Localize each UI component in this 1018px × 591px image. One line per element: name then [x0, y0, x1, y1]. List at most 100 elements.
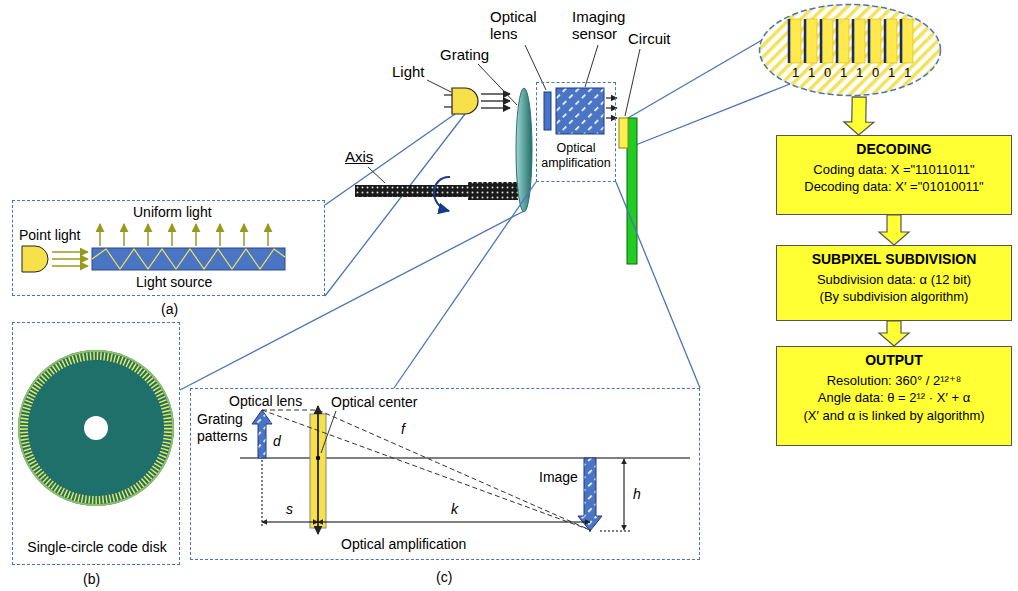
- leader-line: [585, 45, 598, 87]
- box-title: DECODING: [783, 141, 1005, 158]
- code-digit: 1: [838, 65, 849, 81]
- uniform-ray: [219, 224, 221, 246]
- process-box: SUBPIXEL SUBDIVISIONSubdivision data: α …: [776, 245, 1012, 321]
- dimension-line: [590, 528, 591, 532]
- panel-text: Point light: [19, 227, 80, 244]
- zoom-ellipse-outline: [758, 3, 942, 97]
- code-disk: [19, 351, 173, 505]
- leader-line: [321, 411, 336, 453]
- dimension-line: [262, 522, 318, 523]
- code-digit: 0: [870, 65, 881, 81]
- box-text: Decoding data: X′ ="01010011": [783, 179, 1005, 195]
- panel-text: (a): [161, 301, 178, 318]
- leader-line: [427, 80, 451, 92]
- axis-shaft: [355, 185, 470, 197]
- flow-arrow: [879, 321, 909, 346]
- inset-panel: Single-circle code disk(b): [12, 322, 180, 565]
- code-digit: 1: [902, 65, 913, 81]
- point-light: [22, 246, 48, 272]
- circuit-board: [619, 118, 628, 148]
- code-bar-edge: [836, 19, 839, 63]
- rotation-arrow: [434, 177, 450, 211]
- inset-panel: Uniform lightPoint lightLight source(a): [12, 200, 325, 296]
- panel-text: Light source: [136, 274, 212, 291]
- process-box: OUTPUTResolution: 360° / 2¹²⁺⁸Angle data…: [776, 346, 1012, 446]
- process-box: DECODING Coding data: X ="11011011"Decodi…: [776, 135, 1012, 215]
- light-ray: [262, 410, 590, 530]
- code-bar: [854, 19, 865, 63]
- optical-center: [316, 456, 320, 460]
- light-ray: [52, 252, 88, 266]
- box-text: (By subdivision algorithm): [783, 289, 1005, 305]
- part-label: Light: [392, 63, 425, 80]
- code-bar-edge: [868, 19, 871, 63]
- uniform-ray: [100, 224, 268, 246]
- leader-line: [368, 167, 385, 183]
- code-bar-edge: [852, 19, 855, 63]
- light-ray: [262, 410, 590, 530]
- light-ray: [481, 107, 510, 108]
- image-arrow: [578, 458, 602, 531]
- circuit-board: [619, 118, 637, 264]
- code-disk: [84, 416, 108, 440]
- box-text: Coding data: X ="11011011": [783, 162, 1005, 178]
- panel-text: h: [633, 486, 641, 503]
- uniform-ray: [267, 224, 269, 246]
- part-label: Optical lens: [490, 8, 550, 43]
- dimension-line: [624, 459, 625, 530]
- optical-amplification-box: Optical amplification: [536, 82, 616, 182]
- zoom-ellipse-outline: [760, 5, 941, 96]
- leader-line: [478, 64, 517, 105]
- code-digit: 0: [822, 65, 833, 81]
- light-guide: [92, 248, 285, 270]
- leader-line: [368, 45, 640, 183]
- light-ray: [481, 94, 510, 108]
- magnify-line: [180, 211, 524, 390]
- code-disk: [24, 356, 168, 500]
- uniform-ray: [195, 224, 197, 246]
- lens-arrow: [317, 406, 319, 534]
- code-disk: [18, 350, 174, 506]
- light-emitter: [444, 94, 452, 95]
- panel-text: (b): [83, 571, 100, 588]
- code-bar-edge: [820, 19, 823, 63]
- box-title: SUBPIXEL SUBDIVISION: [783, 251, 1005, 268]
- axis-shaft: [468, 182, 518, 200]
- panel-text: f: [401, 421, 405, 438]
- code-bar: [806, 19, 817, 63]
- panel-text: k: [451, 501, 458, 518]
- light-ray: [52, 265, 88, 267]
- box-text: Angle data: θ = 2¹² · X′ + α: [783, 390, 1005, 406]
- flow-arrow: [879, 215, 909, 245]
- code-digit: 1: [790, 65, 801, 81]
- dimension-line: [262, 459, 630, 532]
- magnify-line: [628, 40, 762, 118]
- flow-arrow: [844, 97, 874, 135]
- light-ray: [481, 100, 510, 101]
- code-bar: [790, 19, 801, 63]
- code-digit: 1: [886, 65, 897, 81]
- point-light: [22, 246, 48, 272]
- magnify-line: [325, 114, 465, 296]
- light-emitter: [452, 88, 478, 114]
- code-disk: [18, 350, 174, 506]
- imaging-sensor: [556, 88, 604, 134]
- panel-text: Single-circle code disk: [17, 539, 177, 556]
- box-title: OUTPUT: [783, 352, 1005, 369]
- panel-text: Optical center: [331, 394, 417, 411]
- part-label: Grating: [440, 46, 489, 63]
- code-bar-edge: [804, 19, 807, 63]
- uniform-ray: [123, 224, 125, 246]
- panel-text: Image: [539, 469, 578, 486]
- lens: [544, 92, 551, 130]
- magnify-line: [616, 182, 700, 388]
- light-emitter: [444, 106, 452, 107]
- panel-text: Uniform light: [133, 204, 212, 221]
- code-digit: 1: [806, 65, 817, 81]
- code-bar: [822, 19, 833, 63]
- part-label: Axis: [345, 148, 373, 165]
- part-label: Imaging sensor: [572, 8, 636, 43]
- code-bar: [902, 19, 913, 63]
